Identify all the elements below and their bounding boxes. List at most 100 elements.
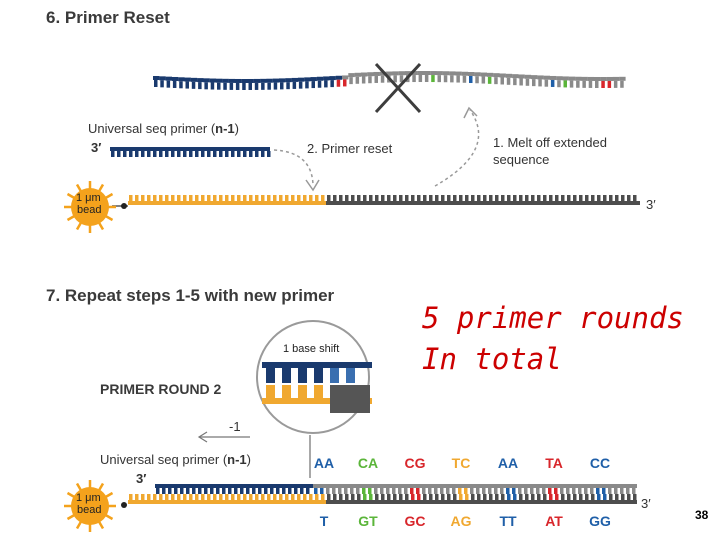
melted-strand-tooth — [563, 80, 567, 88]
step6-title: 6. Primer Reset — [46, 8, 170, 27]
melted-strand-tooth — [588, 80, 593, 88]
top-base-pair-label: AA — [313, 455, 335, 471]
melted-strand-tooth — [525, 78, 530, 86]
template-step7-tooth — [387, 494, 391, 500]
primer-step7-tooth — [264, 488, 268, 494]
melted-strand-tooth — [317, 80, 322, 88]
melted-strand-backbone — [600, 76, 607, 81]
zoom-primer-tooth — [298, 368, 307, 383]
melted-strand-backbone — [461, 71, 469, 76]
primer-step7-tooth — [222, 488, 226, 494]
adapter-step6-tooth — [231, 195, 235, 201]
loose-primer-tooth — [165, 151, 169, 157]
adapter-step7-tooth — [225, 494, 229, 500]
adapter-step7-tooth — [237, 494, 241, 500]
primer-step7-tooth — [180, 488, 184, 494]
loose-primer-tooth — [111, 151, 115, 157]
melted-strand-backbone — [153, 76, 160, 80]
melted-strand-tooth — [305, 81, 309, 89]
bottom-base-pair-label: T — [319, 513, 329, 529]
template-step6-tooth — [417, 195, 421, 201]
loose-primer-tooth — [261, 151, 265, 157]
template-step6-tooth — [345, 195, 349, 201]
template-step7-tooth — [411, 494, 415, 500]
melted-strand-backbone — [417, 71, 424, 76]
melted-strand-tooth — [424, 75, 429, 83]
melted-strand-tooth — [550, 79, 555, 87]
loose-primer-tooth — [153, 151, 157, 157]
bottom-base-pair-label: GG — [589, 513, 611, 529]
melted-strand-tooth — [374, 75, 378, 83]
bead-step7-spike — [104, 491, 114, 499]
extended-step7-tooth — [572, 488, 576, 494]
melted-strand-tooth — [607, 80, 612, 88]
template-step7-tooth — [525, 494, 529, 500]
template-step6-tooth — [555, 195, 559, 201]
template-step6-tooth — [447, 195, 451, 201]
melted-strand-tooth — [254, 82, 259, 90]
template-step7-tooth — [615, 494, 619, 500]
step7-three-prime-template: 3′ — [641, 496, 651, 511]
extended-step7-tooth — [368, 488, 372, 494]
template-step7-tooth — [351, 494, 355, 500]
step7-three-prime-primer: 3′ — [136, 471, 147, 486]
top-base-pair-label: CC — [589, 455, 611, 471]
template-step7-tooth — [459, 494, 463, 500]
melted-strand-backbone — [587, 76, 595, 81]
melted-strand-backbone — [562, 76, 569, 81]
template-step7-tooth — [417, 494, 421, 500]
extended-step7-tooth — [512, 488, 516, 494]
template-step6-tooth — [633, 195, 637, 201]
adapter-step6-tooth — [315, 195, 319, 201]
primer-reset-arrowhead — [305, 179, 320, 192]
template-step7-tooth — [447, 494, 451, 500]
primer-step7-tooth — [258, 488, 262, 494]
adapter-step7-tooth — [321, 494, 325, 500]
melted-strand-backbone — [486, 72, 494, 77]
template-step7-tooth — [531, 494, 535, 500]
adapter-step6-tooth — [237, 195, 241, 201]
extended-step7-tooth — [428, 488, 432, 494]
bead-step6-spike — [75, 221, 83, 231]
adapter-step7-tooth — [153, 494, 157, 500]
melted-strand-backbone — [411, 71, 418, 76]
template-step7-tooth — [555, 494, 559, 500]
adapter-step7-tooth — [171, 494, 175, 500]
adapter-step7-tooth — [255, 494, 259, 500]
extended-step7-tooth — [566, 488, 570, 494]
loose-primer-tooth — [195, 151, 199, 157]
template-step7-tooth — [363, 494, 367, 500]
melted-strand-tooth — [349, 77, 353, 85]
melted-strand-tooth — [595, 80, 599, 88]
note-line1: 5 primer rounds — [422, 301, 684, 335]
melted-strand-tooth — [198, 82, 202, 90]
primer-step7-tooth — [192, 488, 196, 494]
melted-strand-tooth — [166, 80, 171, 88]
primer-step7-tooth — [186, 488, 190, 494]
melted-strand-tooth — [582, 80, 586, 88]
adapter-step7-tooth — [219, 494, 223, 500]
melted-strand-backbone — [266, 78, 273, 83]
adapter-step7-tooth — [201, 494, 205, 500]
melted-strand-backbone — [279, 78, 286, 83]
adapter-step6-tooth — [249, 195, 253, 201]
adapter-step6-tooth — [303, 195, 307, 201]
melted-strand-backbone — [524, 74, 532, 79]
primer-step7-tooth — [252, 488, 256, 494]
primer-step7-tooth — [294, 488, 298, 494]
loose-primer-backbone — [110, 147, 270, 151]
template-step7-tooth — [357, 494, 361, 500]
melted-strand-backbone — [342, 75, 349, 80]
primer-step7-tooth — [282, 488, 286, 494]
template-step7-tooth — [471, 494, 475, 500]
bead-step6-spike — [75, 183, 83, 193]
extended-step7-tooth — [488, 488, 492, 494]
template-step7-tooth — [621, 494, 625, 500]
primer-step7-tooth — [174, 488, 178, 494]
step6-three-prime-primer: 3′ — [91, 140, 102, 155]
melted-strand-tooth — [418, 75, 423, 83]
extended-step7-tooth — [560, 488, 564, 494]
melted-strand-backbone — [405, 71, 412, 76]
melted-strand-tooth — [242, 82, 246, 90]
